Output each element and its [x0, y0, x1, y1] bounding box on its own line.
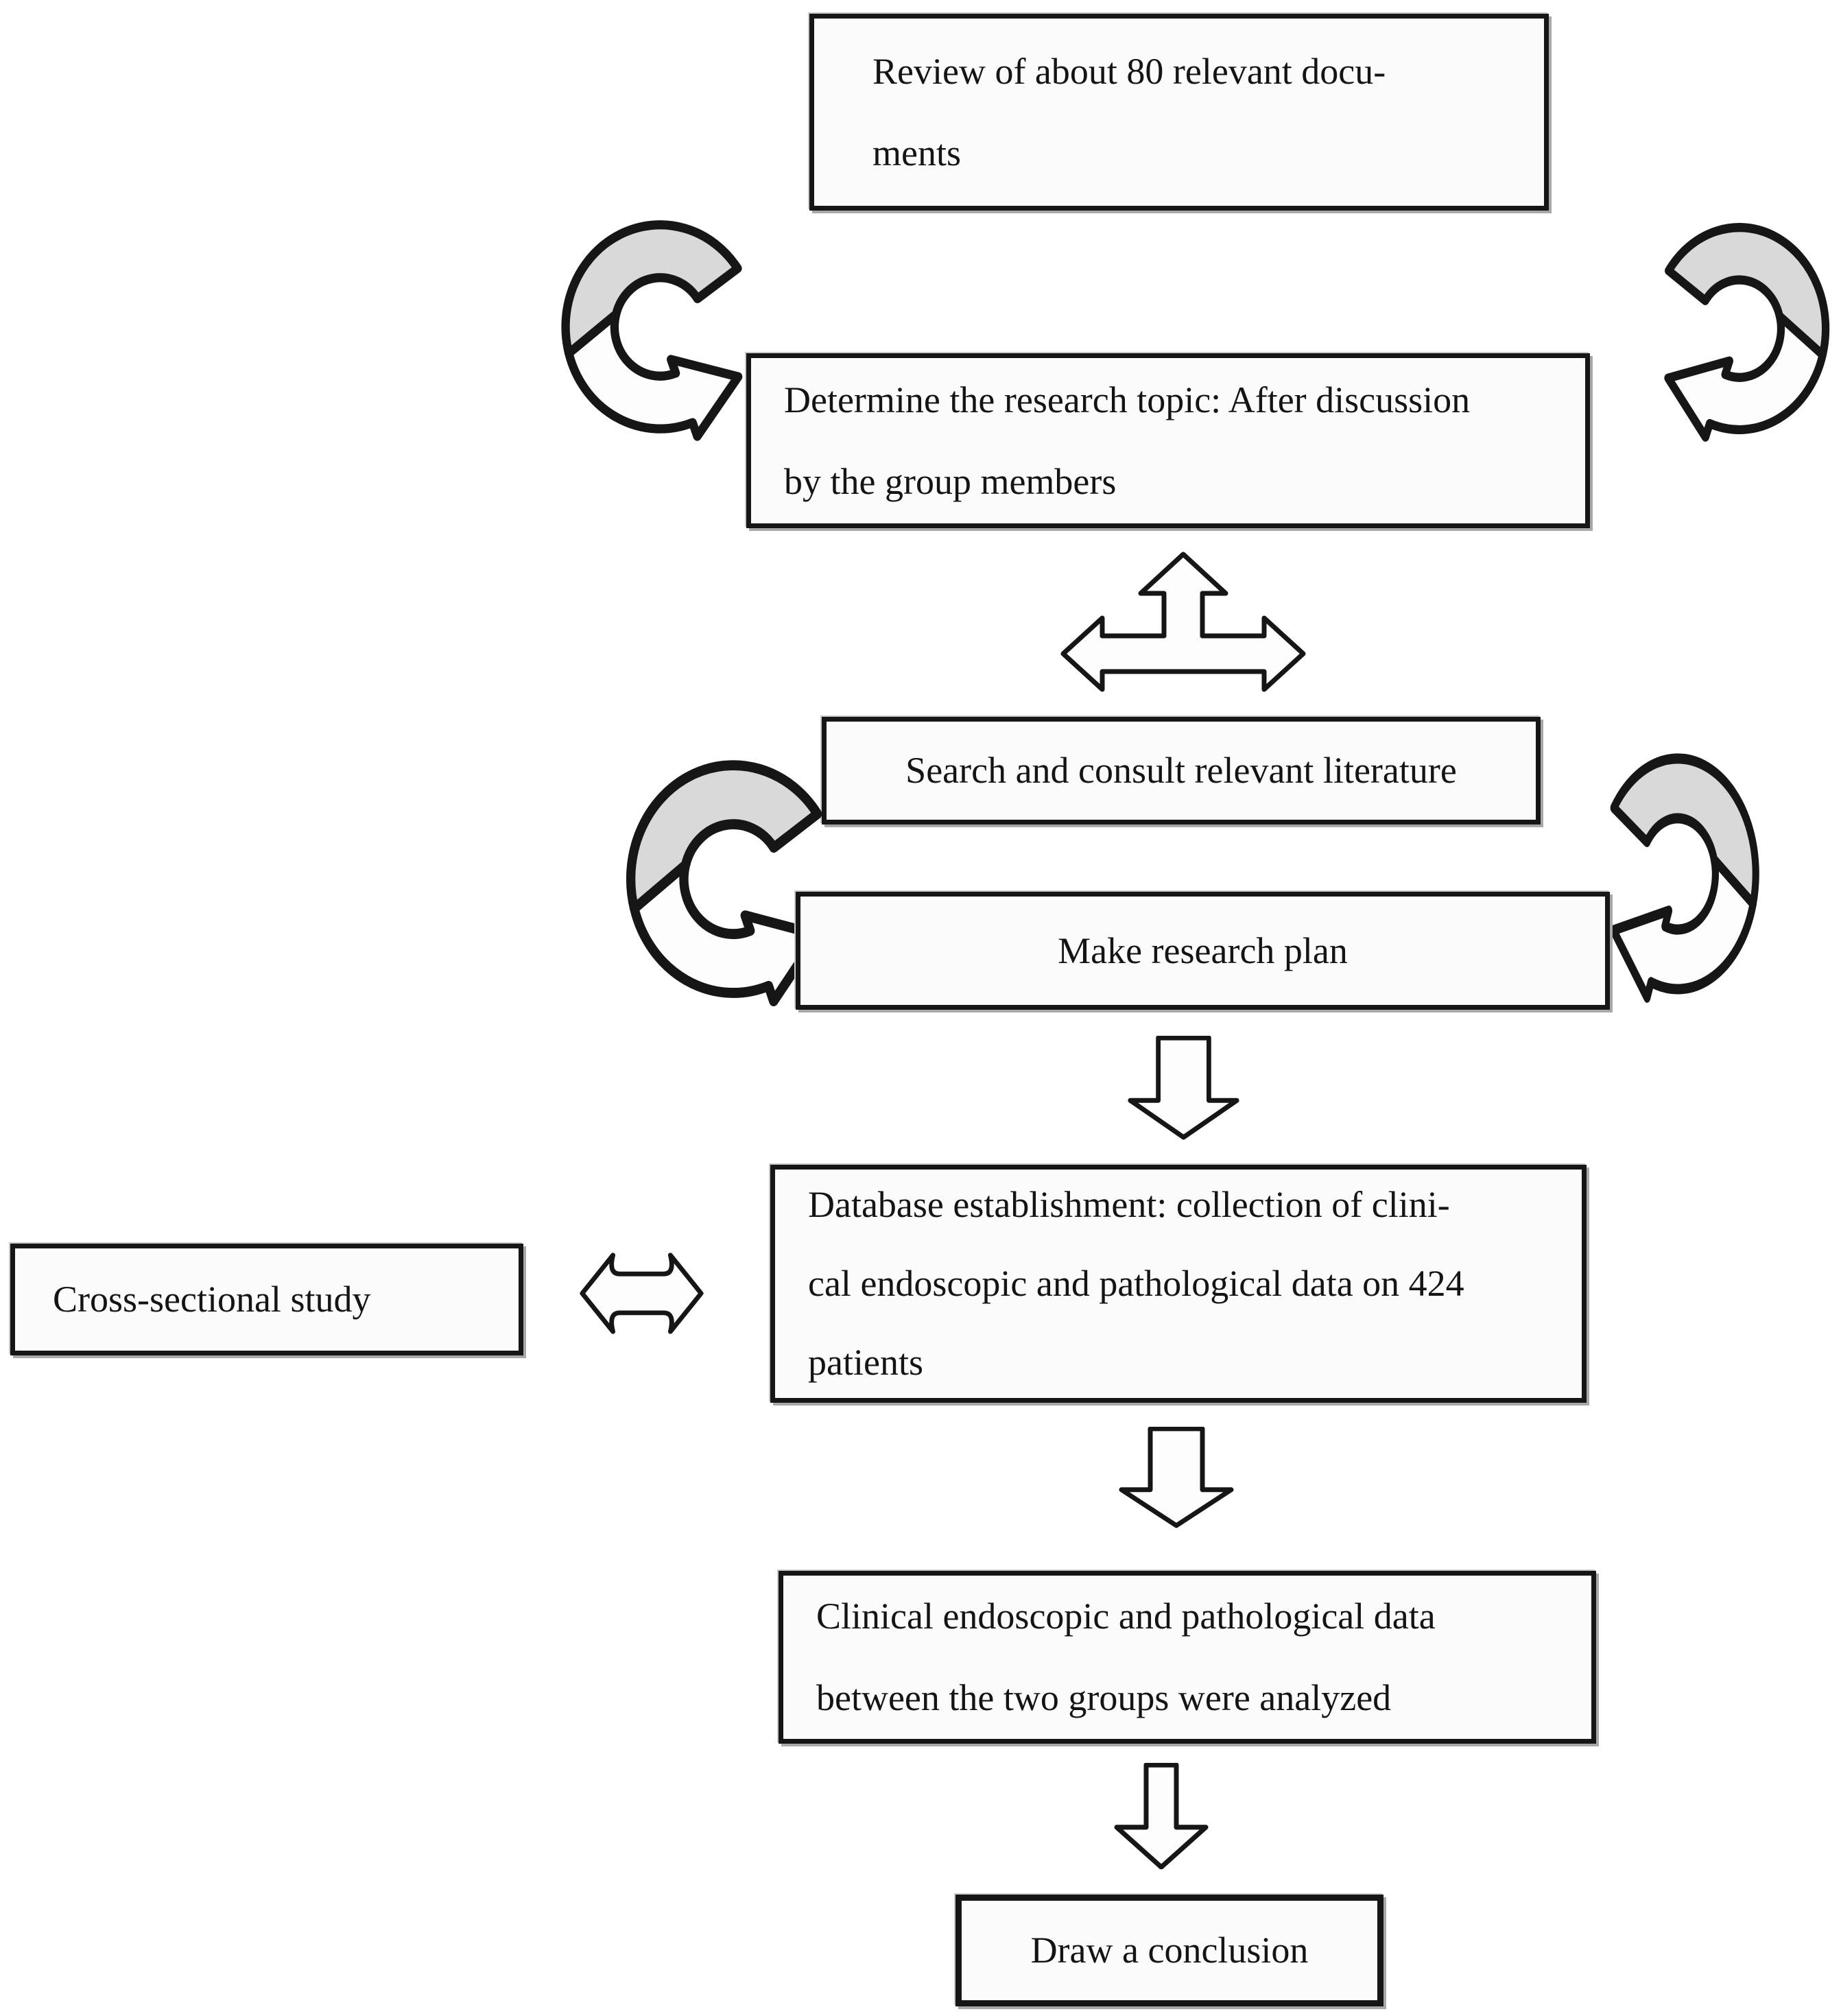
curved-ribbon-arrow-icon — [1589, 746, 1770, 1014]
box-database-line-1: Database establishment: collection of cl… — [808, 1184, 1450, 1226]
down-arrow-icon — [1103, 1763, 1220, 1869]
box-determine-line-2: by the group members — [784, 460, 1117, 502]
box-review-line-2: ments — [872, 132, 961, 174]
box-search-line-1: Search and consult relevant literature — [905, 750, 1457, 792]
box-draw-conclusion: Draw a conclusion — [955, 1895, 1383, 2006]
three-way-arrow-icon — [1060, 551, 1308, 696]
box-clinical-line-1: Clinical endoscopic and pathological dat… — [816, 1596, 1436, 1637]
box-search-literature: Search and consult relevant literature — [822, 717, 1541, 825]
box-determine-topic: Determine the research topic: After disc… — [746, 353, 1590, 528]
curved-ribbon-arrow-icon — [1641, 217, 1841, 451]
box-database-line-2: cal endoscopic and pathological data on … — [808, 1263, 1464, 1305]
box-determine-line-1: Determine the research topic: After disc… — [784, 379, 1471, 420]
box-cross-sectional-study: Cross-sectional study — [10, 1244, 523, 1355]
box-make-plan: Make research plan — [796, 892, 1610, 1010]
box-clinical-line-2: between the two groups were analyzed — [816, 1677, 1392, 1718]
left-right-arrow-icon — [578, 1248, 705, 1339]
box-database-line-3: patients — [808, 1341, 923, 1383]
down-arrow-icon — [1127, 1036, 1240, 1140]
down-arrow-icon — [1118, 1427, 1235, 1528]
box-conclusion-line-1: Draw a conclusion — [1030, 1930, 1309, 1971]
box-review-documents: Review of about 80 relevant docu- ments — [809, 14, 1549, 211]
curved-ribbon-arrow-icon — [549, 214, 768, 451]
box-database-establishment: Database establishment: collection of cl… — [770, 1165, 1587, 1403]
box-cross-line-1: Cross-sectional study — [53, 1279, 371, 1320]
box-review-line-1: Review of about 80 relevant docu- — [872, 50, 1386, 92]
box-clinical-analysis: Clinical endoscopic and pathological dat… — [779, 1571, 1596, 1744]
box-plan-line-1: Make research plan — [1058, 929, 1348, 971]
